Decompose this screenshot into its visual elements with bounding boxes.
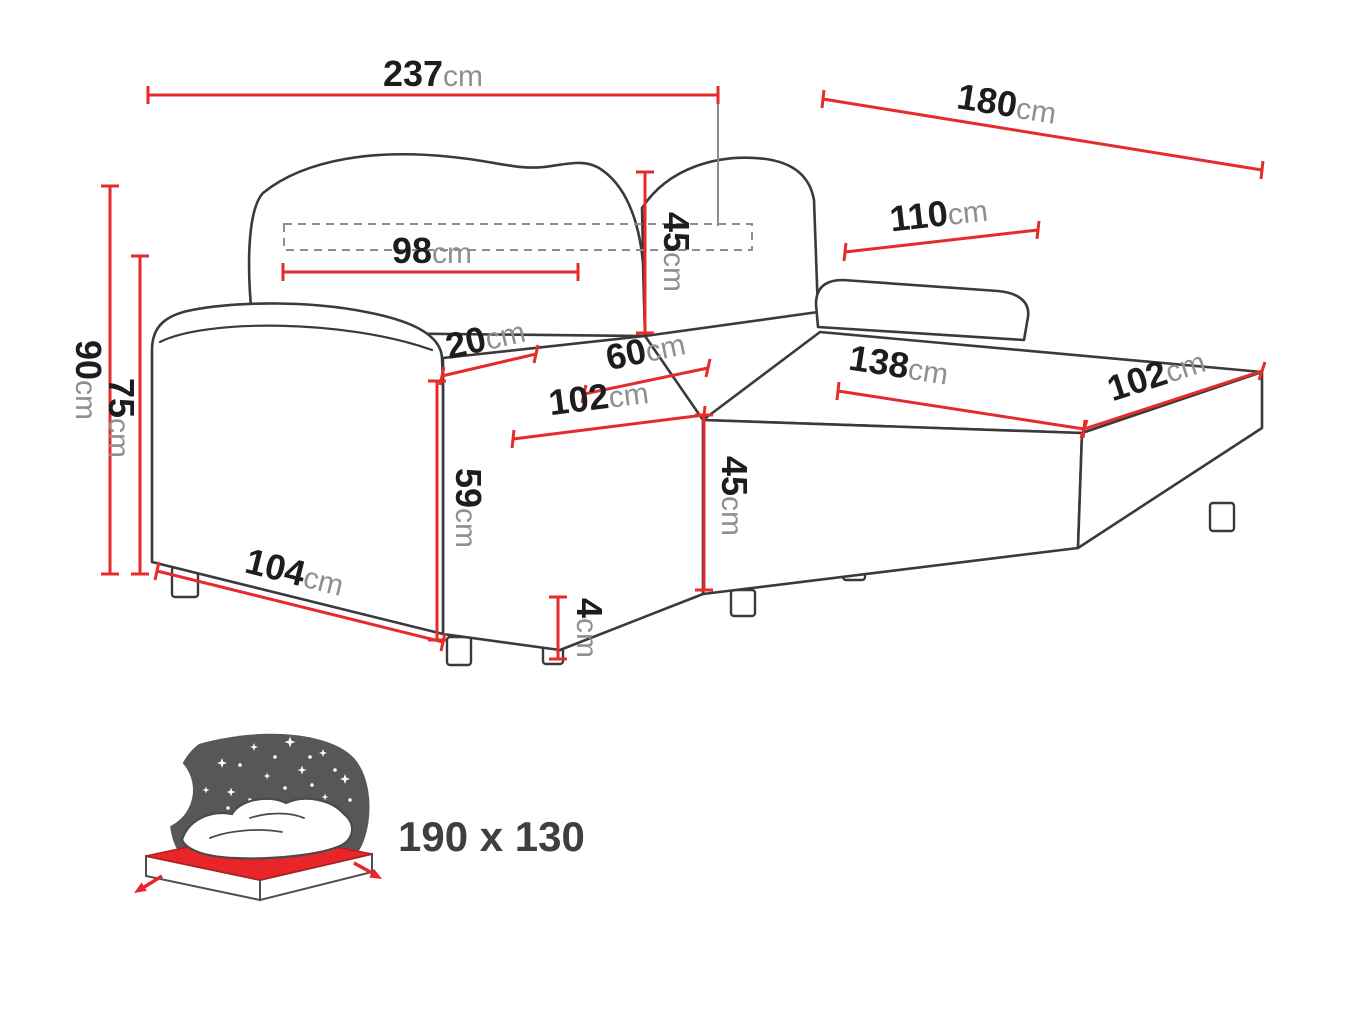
dimension-label: 138cm bbox=[846, 337, 951, 393]
chaise-side bbox=[1076, 370, 1264, 550]
chaise-front bbox=[701, 418, 1084, 596]
dimension-label: 180cm bbox=[954, 75, 1059, 131]
dim-leg-height: 4cm bbox=[549, 595, 610, 661]
dimension-line bbox=[512, 413, 705, 441]
backrest-right bbox=[640, 156, 820, 338]
unfold-arrow-left bbox=[140, 874, 163, 891]
dim-backrest-cushion-width: 98cm bbox=[281, 230, 580, 281]
dimension-label: 60cm bbox=[602, 321, 689, 378]
dim-chaise-length: 138cm bbox=[835, 337, 1087, 439]
dim-seat-cushion-height: 45cm bbox=[695, 413, 755, 592]
dim-seat-depth: 102cm bbox=[510, 370, 707, 449]
dimension-label: 4cm bbox=[569, 598, 610, 658]
dim-seat-cushion-width: 60cm bbox=[580, 321, 712, 404]
tick bbox=[1035, 220, 1041, 240]
tick bbox=[704, 358, 712, 378]
unfold-arrow-right-head bbox=[369, 868, 382, 879]
tick bbox=[510, 429, 516, 449]
tick bbox=[153, 561, 161, 581]
dimension-label: 102cm bbox=[546, 370, 650, 423]
dim-overall-depth: 180cm bbox=[820, 75, 1265, 180]
dimension-label: 237cm bbox=[383, 53, 483, 94]
sofa-outline bbox=[150, 97, 1264, 667]
dimension-line bbox=[822, 97, 1263, 172]
armrest-left-contour bbox=[158, 324, 434, 352]
dimension-line bbox=[837, 389, 1085, 431]
dimension-label: 45cm bbox=[714, 456, 755, 536]
tick bbox=[439, 632, 447, 652]
dimension-line bbox=[1083, 369, 1263, 431]
dim-overall-width: 237cm bbox=[146, 53, 720, 104]
duvet bbox=[180, 797, 354, 860]
dimension-label: 45cm bbox=[656, 212, 697, 292]
tick bbox=[580, 384, 588, 404]
duvet-fold bbox=[249, 812, 305, 819]
tick bbox=[532, 344, 540, 364]
tick bbox=[835, 381, 841, 401]
unfold-arrow-left-head bbox=[134, 882, 147, 893]
sleeping-area-size: 190 x 130 bbox=[398, 813, 585, 860]
dimension-label: 110cm bbox=[888, 188, 990, 240]
tick bbox=[842, 242, 848, 262]
sofa-leg bbox=[445, 635, 473, 667]
dim-armrest-height: 75cm bbox=[101, 254, 149, 576]
unfold-arrow-right bbox=[353, 861, 375, 876]
dimension-label: 90cm bbox=[68, 340, 109, 420]
tick bbox=[820, 89, 826, 109]
sofa-leg bbox=[729, 588, 757, 618]
sleeping-function-icon: 190 x 130 bbox=[113, 733, 585, 902]
dim-overall-height: 90cm bbox=[68, 184, 119, 576]
hidden-frame-dashed bbox=[283, 223, 753, 251]
dim-chaise-back-length: 110cm bbox=[842, 188, 1041, 262]
sofa-leg bbox=[1208, 501, 1236, 533]
tick bbox=[1079, 419, 1089, 439]
dimension-line bbox=[156, 569, 444, 644]
tick bbox=[1259, 160, 1265, 180]
dimension-label: 59cm bbox=[448, 468, 489, 548]
tick bbox=[1257, 361, 1267, 381]
dim-backrest-height: 45cm bbox=[636, 170, 697, 335]
dimension-line bbox=[844, 228, 1039, 254]
dimension-line bbox=[583, 366, 709, 396]
dimension-label: 75cm bbox=[101, 378, 142, 458]
dimension-line bbox=[441, 352, 537, 378]
armrest-right bbox=[814, 278, 1030, 342]
backrest-left bbox=[247, 153, 647, 338]
duvet-fold bbox=[209, 829, 283, 839]
moon-crescent-cut bbox=[113, 750, 193, 830]
dimension-label: 98cm bbox=[392, 230, 472, 271]
armrest-left bbox=[150, 302, 445, 636]
